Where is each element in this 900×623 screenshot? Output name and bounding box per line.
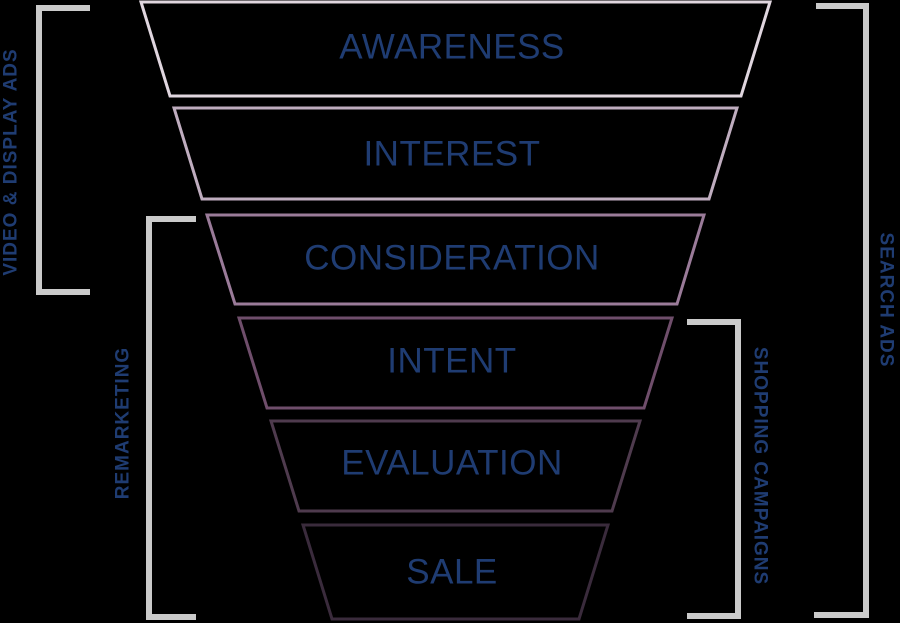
bracket-search-ads (814, 3, 869, 618)
side-label-video-display-ads: VIDEO & DISPLAY ADS (1, 48, 22, 275)
funnel-stage-evaluation (268, 419, 643, 513)
funnel-stage-intent (236, 316, 675, 410)
bracket-video-display-ads (36, 5, 90, 295)
funnel-stage-sale (300, 523, 611, 621)
side-label-shopping-campaigns: SHOPPING CAMPAIGNS (750, 347, 771, 585)
stage-label-awareness: AWARENESS (339, 28, 565, 67)
side-label-search-ads: SEARCH ADS (876, 233, 897, 368)
stage-label-intent: INTENT (387, 342, 516, 381)
side-label-remarketing: REMARKETING (113, 347, 134, 499)
stage-label-sale: SALE (406, 553, 498, 592)
funnel-stage-awareness (138, 0, 773, 98)
stage-label-interest: INTEREST (363, 135, 540, 174)
stage-label-evaluation: EVALUATION (341, 444, 563, 483)
funnel-stage-consideration (204, 213, 707, 306)
bracket-remarketing (146, 216, 196, 620)
stage-label-consideration: CONSIDERATION (304, 239, 600, 278)
funnel-stage-interest (171, 106, 740, 201)
bracket-shopping-campaigns (687, 319, 741, 619)
